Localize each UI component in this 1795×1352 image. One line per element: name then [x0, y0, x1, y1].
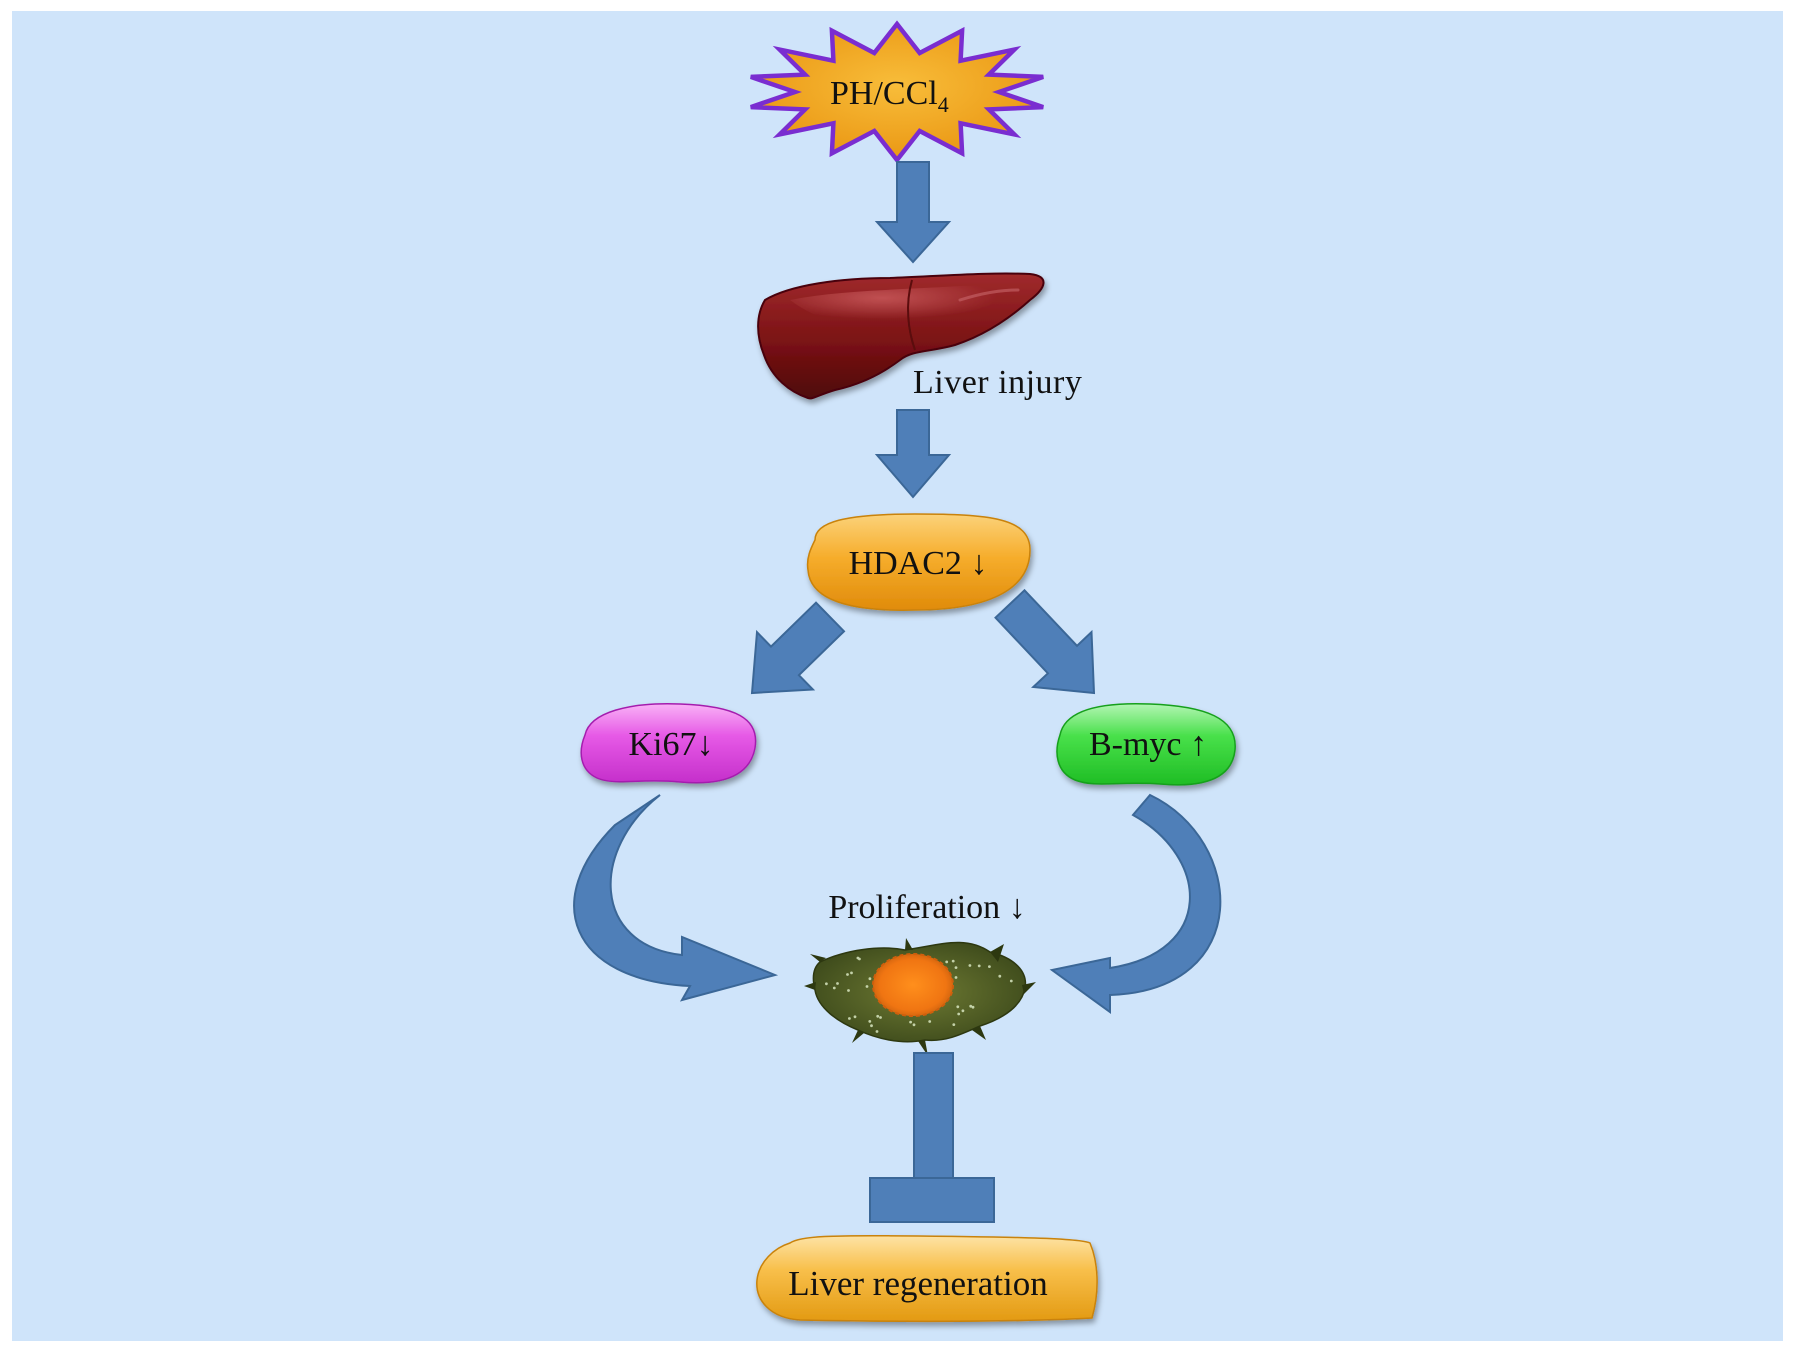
cell-speckle	[969, 1004, 973, 1008]
cell-speckle	[850, 971, 853, 975]
cell-speckle	[846, 973, 849, 976]
inhibition-bar	[869, 1052, 995, 1223]
bmyc-label: B-myc ↑	[1089, 726, 1207, 763]
arrow-hdac2-to-bmyc	[994, 588, 1096, 695]
cell-speckle	[868, 977, 872, 981]
liver-injury-label: Liver injury	[913, 364, 1082, 401]
hdac2-label: HDAC2 ↓	[849, 545, 988, 582]
cell-speckle	[998, 974, 1002, 978]
proliferation-label: Proliferation ↓	[828, 889, 1025, 926]
cell-speckle	[825, 982, 828, 986]
cell-speckle	[988, 965, 991, 968]
cell-speckle	[848, 1017, 851, 1020]
hepatocyte-cell-icon	[804, 938, 1036, 1056]
hdac2-node	[806, 513, 1031, 611]
cell-speckle	[957, 1012, 961, 1016]
cell-speckle	[971, 1005, 975, 1009]
cell-speckle	[954, 976, 958, 979]
cell-speckle	[870, 1024, 873, 1028]
liver-regeneration-node	[756, 1234, 1098, 1323]
cell-speckle	[968, 964, 972, 967]
curved-arrow-ki67-to-cell	[573, 794, 779, 1002]
cell-speckle	[865, 985, 869, 988]
arrow-down-2	[874, 409, 952, 499]
cell-speckle	[832, 986, 836, 990]
cell-speckle	[977, 964, 981, 968]
cell-speckle	[879, 1016, 882, 1019]
cell-speckle	[928, 1020, 932, 1023]
stimulus-subscript: 4	[938, 92, 949, 117]
arrow-down-1	[874, 161, 952, 264]
cell-speckle	[836, 982, 839, 985]
cell-speckle	[868, 1020, 872, 1023]
svg-text:PH/CCl4: PH/CCl4	[830, 75, 949, 117]
bmyc-node	[1056, 702, 1236, 786]
cell-speckle	[876, 1014, 880, 1018]
stimulus-starburst: PH/CCl4	[750, 20, 1044, 164]
starburst-icon	[750, 20, 1044, 164]
cell-speckle	[945, 960, 949, 964]
liver-regeneration-label: Liver regeneration	[788, 1264, 1047, 1303]
stimulus-label: PH/CCl	[830, 75, 938, 112]
cell-speckle	[1009, 979, 1013, 983]
ki67-node	[580, 703, 757, 784]
ki67-label: Ki67↓	[629, 726, 714, 763]
cell-speckle	[951, 959, 955, 963]
cell-speckle	[954, 966, 958, 969]
arrow-hdac2-to-ki67	[750, 601, 846, 695]
cell-speckle	[856, 956, 860, 960]
cell-speckle	[909, 1020, 912, 1024]
cell-speckle	[853, 1015, 857, 1019]
cell-speckle	[847, 989, 850, 992]
curved-arrow-bmyc-to-cell	[1049, 793, 1222, 1014]
cell-speckle	[956, 1005, 960, 1009]
cell-speckle	[952, 1023, 956, 1026]
liver-organ-icon	[757, 272, 1045, 400]
cell-speckle	[961, 1009, 965, 1013]
cell-speckle	[875, 1030, 879, 1033]
cell-speckle	[912, 1023, 916, 1027]
nucleus	[872, 953, 954, 1017]
